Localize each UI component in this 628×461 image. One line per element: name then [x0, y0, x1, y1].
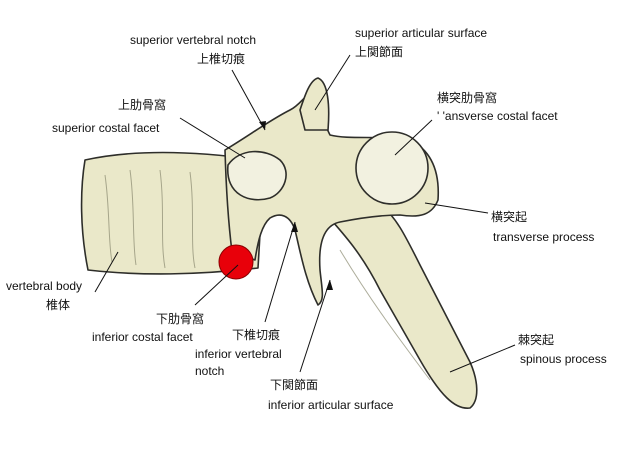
leader-inferior-vertebral-notch — [264, 221, 296, 323]
superior-articular-process-shape — [299, 77, 330, 131]
transverse-costal-facet-shape — [355, 131, 429, 205]
label-inferior-articular-surface: inferior articular surface — [268, 398, 394, 412]
label-transverse-process-ja: 横突起 — [491, 210, 528, 224]
label-inferior-costal-facet: inferior costal facet — [92, 330, 193, 344]
arrowhead-icon — [291, 222, 298, 232]
leader-lines — [94, 54, 516, 373]
label-inferior-articular-surface-ja: 下関節面 — [270, 378, 319, 392]
label-superior-vertebral-notch-ja: 上椎切痕 — [197, 52, 246, 66]
arrowhead-icon — [326, 280, 333, 290]
leader-superior-vertebral-notch — [231, 69, 266, 131]
arrowhead-icon — [259, 121, 266, 130]
leader-vertebral-body — [94, 251, 119, 293]
label-vertebral-body-ja: 椎体 — [46, 298, 71, 312]
label-inferior-costal-facet-ja: 下肋骨窩 — [156, 312, 205, 326]
spinous-process-shape — [317, 204, 478, 409]
label-superior-costal-facet: superior costal facet — [52, 121, 160, 135]
label-superior-costal-facet-ja: 上肋骨窩 — [118, 98, 167, 112]
leader-spinous-process — [449, 344, 516, 373]
leader-superior-costal-facet — [179, 117, 246, 159]
leader-inferior-costal-facet — [194, 264, 239, 306]
leader-inferior-articular-surface — [299, 279, 331, 373]
superior-costal-facet-shape — [227, 150, 287, 201]
label-spinous-process: spinous process — [520, 352, 607, 366]
label-inferior-vertebral-notch-ja: 下椎切痕 — [232, 328, 281, 342]
leader-transverse-process — [424, 202, 489, 214]
label-transverse-costal-facet-ja: 横突肋骨窩 — [437, 91, 498, 105]
label-spinous-process-ja: 棘突起 — [518, 333, 555, 347]
label-vertebral-body: vertebral body — [6, 279, 83, 293]
label-inferior-vertebral-notch: inferior vertebral — [195, 347, 282, 361]
label-superior-articular-surface: superior articular surface — [355, 26, 488, 40]
label-transverse-costal-facet: ' 'ansverse costal facet — [437, 109, 558, 123]
inferior-costal-facet-highlight — [218, 244, 254, 280]
label-superior-articular-surface-ja: 上関節面 — [355, 45, 404, 59]
label-superior-vertebral-notch: superior vertebral notch — [130, 33, 257, 47]
label-transverse-process: transverse process — [493, 230, 595, 244]
leader-transverse-costal-facet — [394, 119, 433, 156]
vertebral-body-shape — [80, 151, 263, 275]
leader-superior-articular-surface — [314, 54, 351, 111]
label-inferior-vertebral-notch-2: notch — [195, 364, 225, 378]
